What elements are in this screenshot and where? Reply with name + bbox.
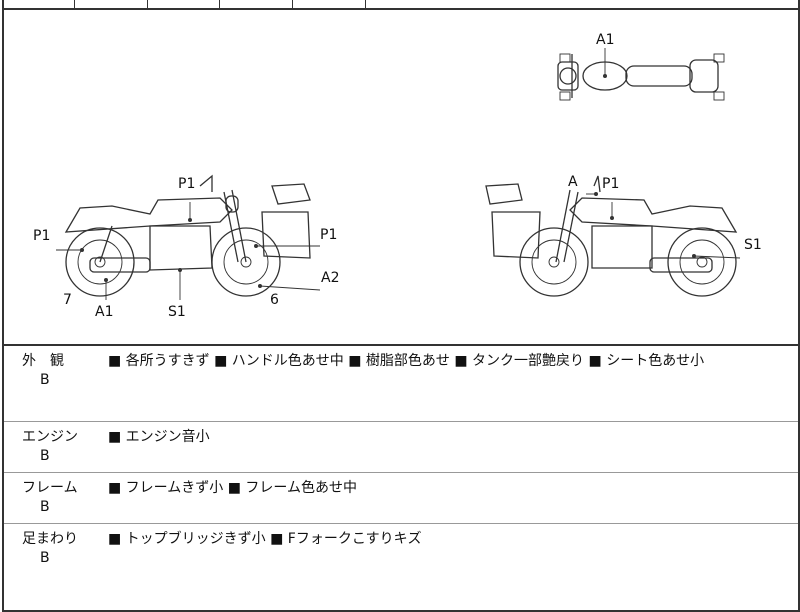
- header-cell-divider: [74, 0, 75, 8]
- row-notes: ■ 各所うすきず ■ ハンドル色あせ中 ■ 樹脂部色あせ ■ タンク一部艶戻り …: [108, 353, 705, 369]
- row-notes: ■ トップブリッジきず小 ■ Fフォークこすりキズ: [108, 531, 422, 547]
- damage-label: S1: [744, 237, 762, 253]
- header-cell-divider: [292, 0, 293, 8]
- damage-label: 6: [270, 292, 279, 308]
- motorcycle-left-view: [56, 174, 321, 300]
- row-grade: B: [40, 448, 50, 464]
- condition-row-frame: フレーム B ■ フレームきず小 ■ フレーム色あせ中: [4, 472, 798, 523]
- row-grade: B: [40, 499, 50, 515]
- row-notes: ■ エンジン音小: [108, 429, 210, 445]
- damage-label: P1: [178, 176, 196, 192]
- row-name: 足まわり: [22, 531, 78, 547]
- damage-label: A1: [596, 32, 615, 48]
- row-name: エンジン: [22, 429, 78, 445]
- damage-label: S1: [168, 304, 186, 320]
- damage-diagram: A1 P1 P1 P1 A2 7 A1 S1 6 A P1 S1: [4, 14, 796, 344]
- row-name: 外 観: [22, 353, 64, 369]
- condition-row-suspension: 足まわり B ■ トップブリッジきず小 ■ Fフォークこすりキズ: [4, 523, 798, 604]
- damage-label: P1: [33, 228, 51, 244]
- damage-label: P1: [320, 227, 338, 243]
- row-notes: ■ フレームきず小 ■ フレーム色あせ中: [108, 480, 357, 496]
- header-cell-divider: [219, 0, 220, 8]
- damage-label: P1: [602, 176, 620, 192]
- row-name: フレーム: [22, 480, 78, 496]
- motorcycle-right-view: [485, 175, 741, 297]
- row-grade: B: [40, 372, 50, 388]
- header-row: [2, 0, 798, 10]
- damage-label: A2: [321, 270, 340, 286]
- motorcycle-top-view: [557, 48, 725, 101]
- condition-row-engine: エンジン B ■ エンジン音小: [4, 421, 798, 472]
- condition-row-exterior: 外 観 B ■ 各所うすきず ■ ハンドル色あせ中 ■ 樹脂部色あせ ■ タンク…: [4, 344, 798, 422]
- damage-label: A1: [95, 304, 114, 320]
- row-grade: B: [40, 550, 50, 566]
- damage-label: 7: [63, 292, 72, 308]
- header-cell-divider: [147, 0, 148, 8]
- motorcycle-illustrations: [56, 48, 741, 300]
- header-cell-divider: [365, 0, 366, 8]
- damage-label: A: [568, 174, 578, 190]
